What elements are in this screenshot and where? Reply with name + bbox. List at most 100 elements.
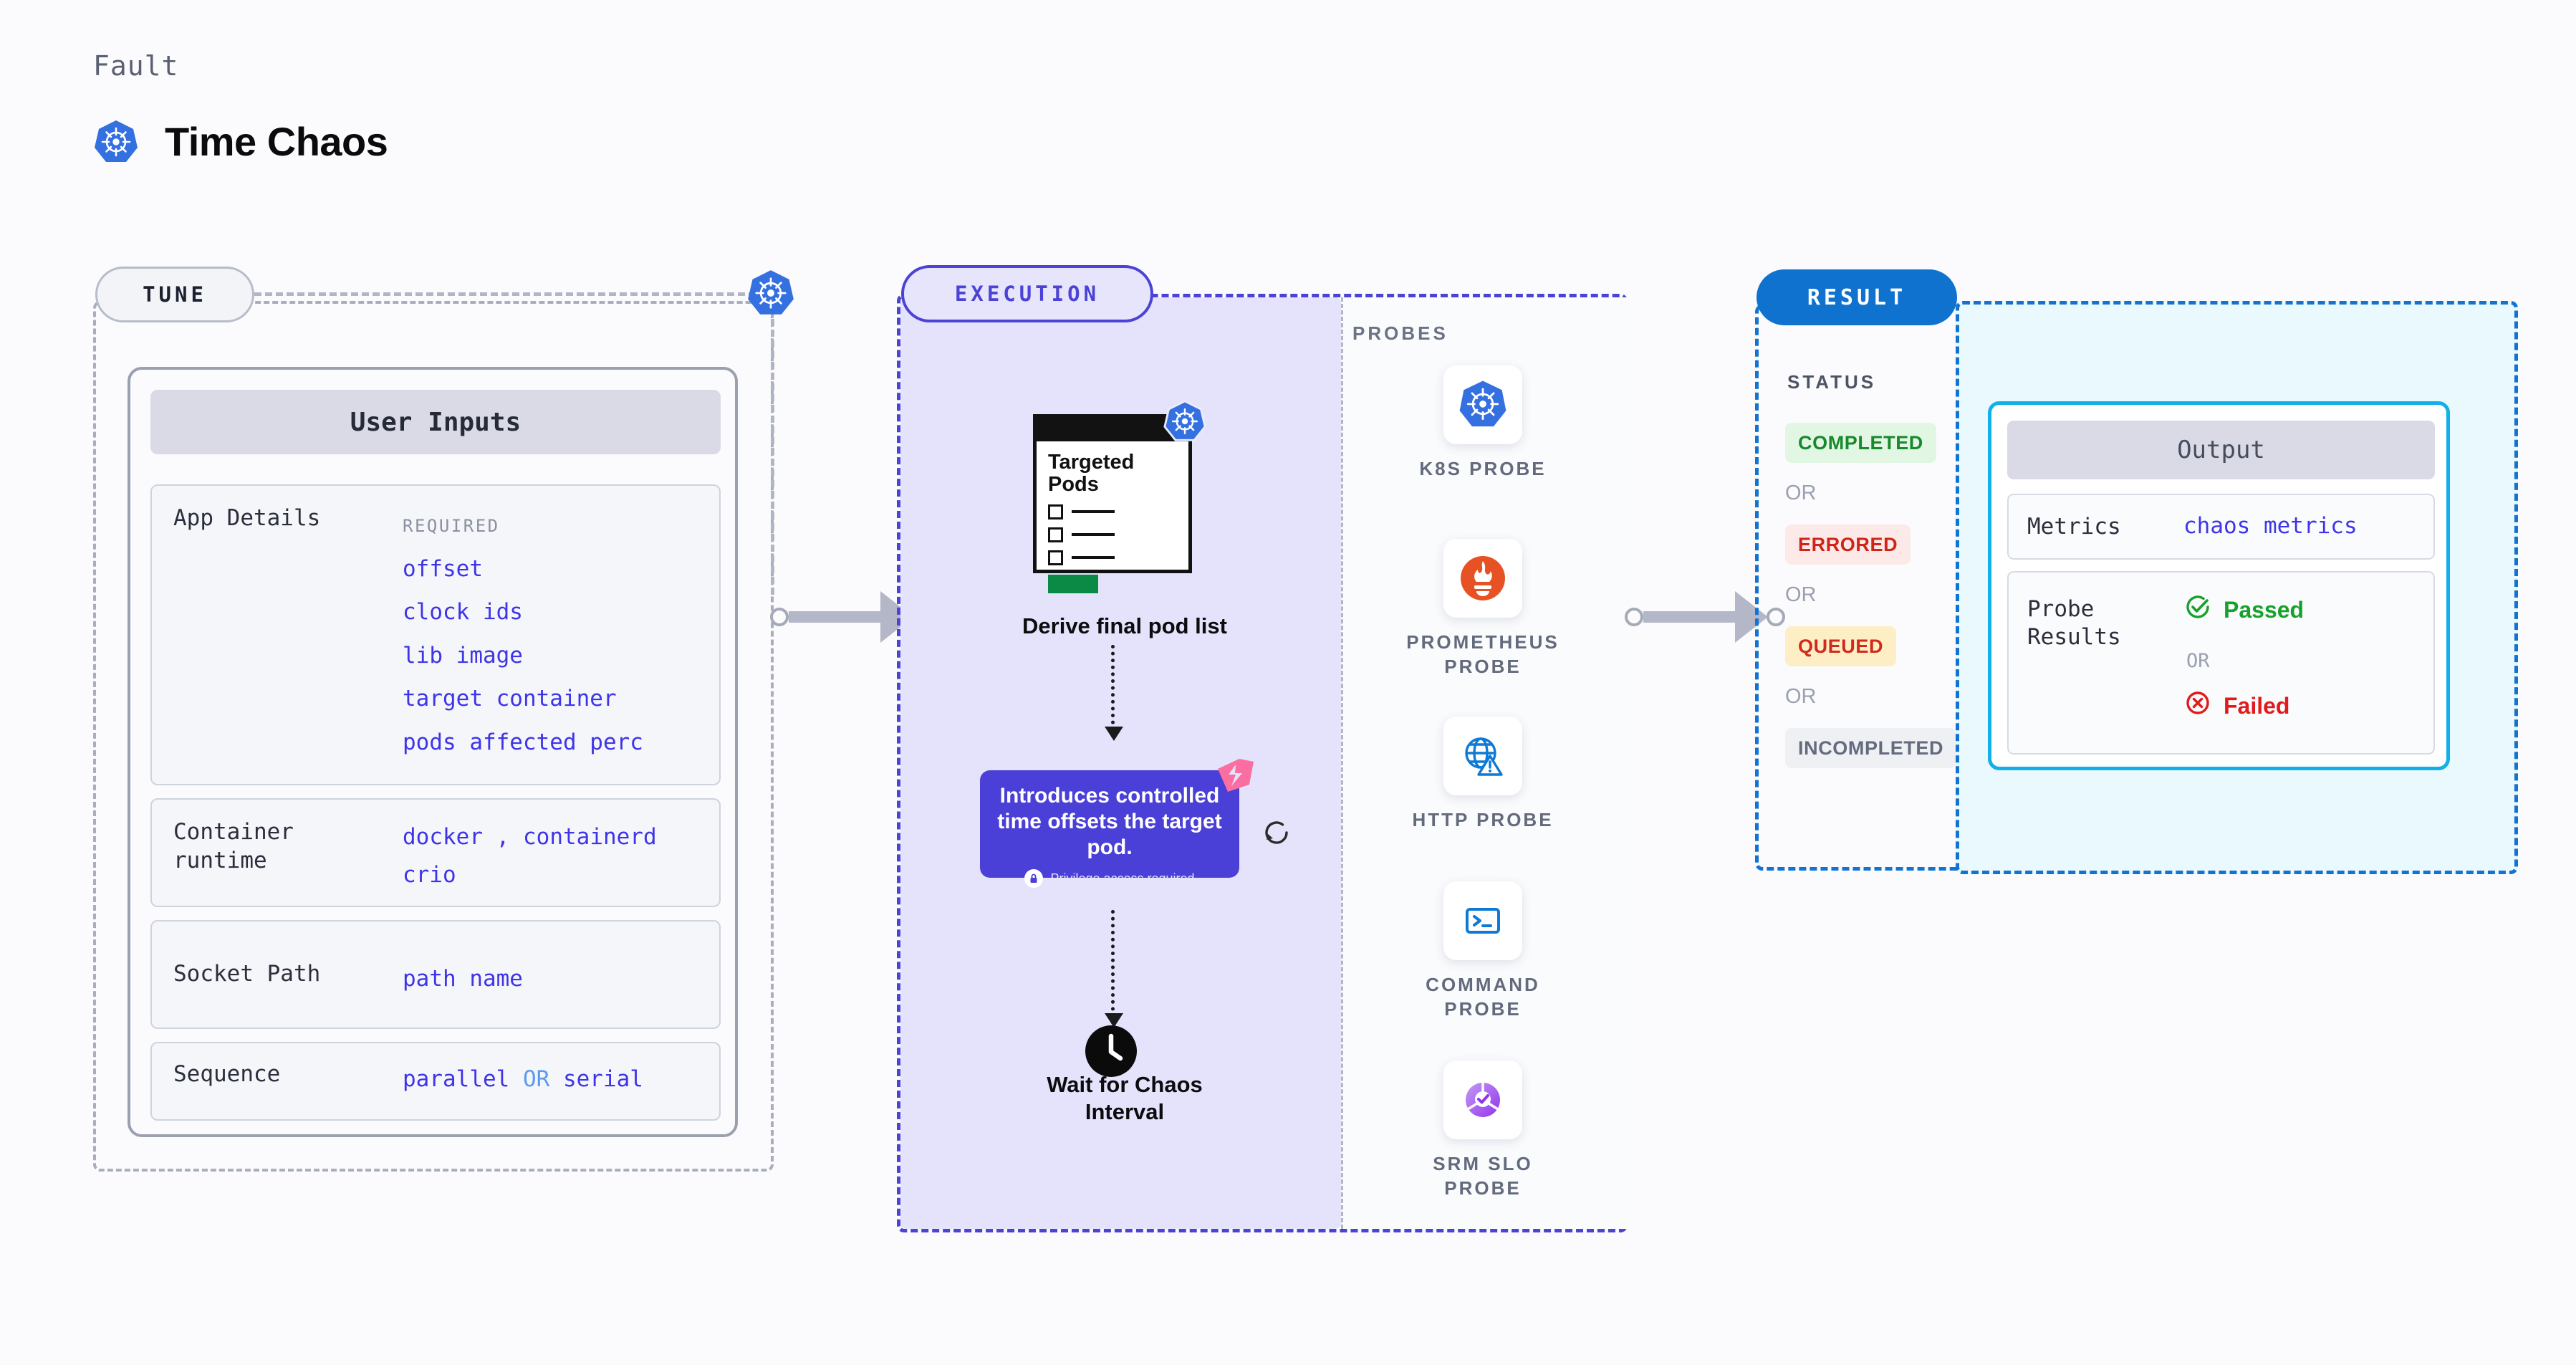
connector-node-start <box>1625 608 1643 626</box>
probe-label: K8S PROBE <box>1419 458 1547 479</box>
probe-k8s[interactable]: K8S PROBE <box>1365 365 1601 482</box>
pod-list-item <box>1048 527 1188 542</box>
arrowhead-icon <box>1105 1013 1123 1028</box>
page-title-text: Time Chaos <box>165 119 388 164</box>
arrowhead-icon <box>1105 727 1123 741</box>
user-inputs-row-socket-path[interactable]: Socket Path path name <box>150 920 721 1029</box>
row-label: Sequence <box>173 1061 281 1087</box>
row-value[interactable]: chaos metrics <box>2183 513 2358 539</box>
row-label: App Details <box>173 505 321 531</box>
prometheus-icon <box>1443 539 1522 618</box>
status-or-label: OR <box>1785 482 1817 504</box>
value-offset[interactable]: offset <box>403 556 483 582</box>
srm-slo-icon <box>1443 1060 1522 1139</box>
checkbox-icon <box>1048 504 1063 519</box>
value-separator: , <box>496 824 510 850</box>
required-caption: REQUIRED <box>403 516 500 536</box>
execution-pill[interactable]: EXECUTION <box>901 265 1153 322</box>
row-label: Metrics <box>2027 514 2121 540</box>
page-title: Time Chaos <box>93 118 388 165</box>
check-circle-icon <box>2183 593 2212 627</box>
value-parallel[interactable]: parallel <box>403 1066 510 1092</box>
tune-region <box>93 301 774 1172</box>
user-inputs-row-app-details[interactable]: App Details REQUIRED offset clock ids li… <box>150 484 721 785</box>
tune-pill[interactable]: TUNE <box>95 267 254 322</box>
value-clock-ids[interactable]: clock ids <box>403 599 523 626</box>
progress-bar <box>1048 574 1098 593</box>
row-values: docker , containerd crio <box>403 818 657 894</box>
connector-node-start <box>770 608 789 626</box>
tune-right-dashed-line <box>771 308 774 595</box>
probe-result-passed: Passed <box>2183 593 2304 627</box>
list-line <box>1072 510 1115 514</box>
list-line <box>1072 556 1115 560</box>
value-lib-image[interactable]: lib image <box>403 642 523 669</box>
fault-description-tooltip: Introduces controlled time offsets the t… <box>980 759 1254 888</box>
output-header: Output <box>2007 421 2435 479</box>
value-path-name[interactable]: path name <box>403 966 523 992</box>
row-values: REQUIRED offset clock ids lib image targ… <box>403 504 643 764</box>
user-inputs-card: User Inputs App Details REQUIRED offset … <box>128 367 738 1137</box>
connector-execution-to-result <box>1625 591 1785 643</box>
value-containerd[interactable]: containerd <box>523 824 657 850</box>
status-badge-errored: ERRORED <box>1785 525 1911 565</box>
pod-list-item <box>1048 550 1188 565</box>
status-badge-completed: COMPLETED <box>1785 423 1936 463</box>
value-or: OR <box>522 1066 550 1092</box>
checkbox-icon <box>1048 527 1063 542</box>
globe-warning-icon <box>1443 717 1522 795</box>
connector-bar <box>1643 611 1736 623</box>
flow-arrow-down <box>1105 910 1123 1028</box>
targeted-pods-card: Targeted Pods <box>1033 414 1192 593</box>
probes-title: PROBES <box>1352 322 1448 344</box>
targeted-pods-title: Targeted Pods <box>1048 451 1135 497</box>
kubernetes-icon <box>1163 400 1206 446</box>
pink-flag-icon <box>1216 757 1255 798</box>
privilege-note-text: Privilege access required <box>1050 871 1195 886</box>
tooltip-text: Introduces controlled time offsets the t… <box>997 784 1222 859</box>
failed-label: Failed <box>2224 692 2290 719</box>
kubernetes-icon <box>93 119 139 165</box>
kubernetes-icon <box>746 269 795 321</box>
flow-arrow-down <box>1105 645 1123 741</box>
kubernetes-icon <box>1443 365 1522 444</box>
user-inputs-row-sequence[interactable]: Sequence parallel OR serial <box>150 1042 721 1121</box>
value-pods-affected-perc[interactable]: pods affected perc <box>403 729 643 755</box>
value-docker[interactable]: docker <box>403 824 483 850</box>
probe-http[interactable]: HTTP PROBE <box>1365 717 1601 833</box>
row-values: parallel OR serial <box>403 1060 643 1098</box>
passed-label: Passed <box>2224 596 2305 623</box>
value-crio[interactable]: crio <box>403 861 456 888</box>
derive-final-pod-list-label: Derive final pod list <box>1022 613 1227 638</box>
status-title: STATUS <box>1787 371 1877 393</box>
probe-result-failed: Failed <box>2183 689 2289 723</box>
fault-eyebrow: Fault <box>93 50 179 82</box>
tune-top-dashed-line <box>254 292 756 296</box>
status-badge-incompleted: INCOMPLETED <box>1785 728 1957 768</box>
row-label: Socket Path <box>173 961 321 987</box>
refresh-icon[interactable] <box>1261 817 1292 852</box>
privilege-note: Privilege access required <box>994 869 1225 888</box>
connector-node-end <box>1767 608 1785 626</box>
lock-icon <box>1024 869 1044 888</box>
row-values: path name <box>403 960 523 998</box>
value-serial[interactable]: serial <box>562 1066 643 1092</box>
probe-label: HTTP PROBE <box>1412 809 1554 830</box>
probe-result-or-label: OR <box>2186 650 2210 672</box>
status-badge-queued: QUEUED <box>1785 626 1897 666</box>
output-row-metrics[interactable]: Metrics chaos metrics <box>2007 494 2435 560</box>
result-pill[interactable]: RESULT <box>1756 269 1957 325</box>
value-target-container[interactable]: target container <box>403 686 617 712</box>
terminal-icon <box>1443 881 1522 960</box>
